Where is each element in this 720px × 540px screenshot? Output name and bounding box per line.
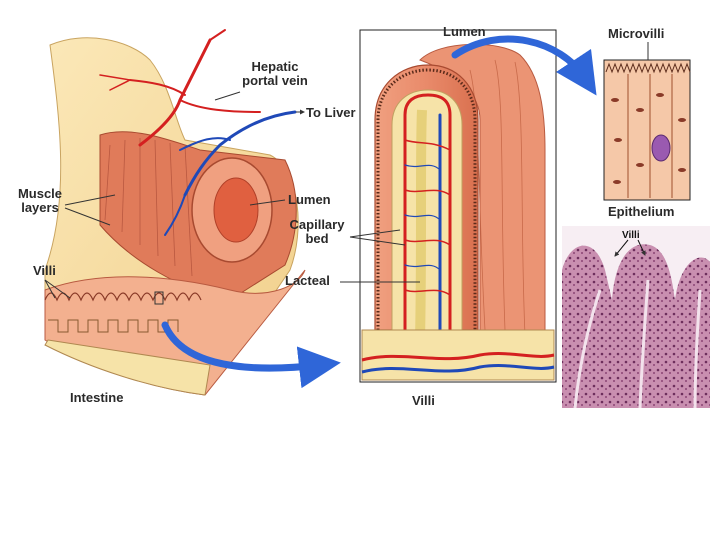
villus-illustration <box>340 29 597 383</box>
arrow-to-villus <box>161 321 341 389</box>
villi-bottom-label: Villi <box>412 393 435 408</box>
hepatic-portal-vein-label: Hepatic portal vein <box>230 60 320 88</box>
intestine-submucosa <box>48 319 179 333</box>
cell-nucleus <box>651 134 671 162</box>
epithelium-label: Epithelium <box>608 204 675 219</box>
microvilli-label: Microvilli <box>608 26 665 41</box>
capillary-bed-label: Capillary bed <box>282 218 352 246</box>
lacteal-label: Lacteal <box>285 273 330 288</box>
intestine-label: Intestine <box>70 390 124 405</box>
muscle-label-line2: layers <box>21 200 59 215</box>
hepatic-portal-vein-vessels <box>99 29 297 236</box>
villus-highlight-box <box>154 291 164 305</box>
villi-micrograph <box>562 226 710 409</box>
capillary-label-line1: Capillary <box>289 217 345 232</box>
muscle-label-line1: Muscle <box>17 186 63 201</box>
micrograph-villi-label: Villi <box>622 230 640 241</box>
villus-frame <box>359 29 557 383</box>
left-leader-lines <box>44 91 305 299</box>
intestine-illustration <box>44 29 341 396</box>
capillary-label-line2: bed <box>305 231 329 246</box>
villi-left-label: Villi <box>33 263 56 278</box>
muscle-striations <box>104 138 193 277</box>
lumen-intestine-label: Lumen <box>288 192 331 207</box>
villus-core <box>391 89 463 331</box>
arrow-to-microvilli <box>451 35 597 96</box>
lacteal-vessel <box>415 109 427 341</box>
microvilli-fringe <box>605 62 691 74</box>
lumen-top-label: Lumen <box>443 24 486 39</box>
cell-organelles <box>611 93 686 184</box>
epithelium-illustration <box>603 42 691 201</box>
hepatic-label-line2: portal vein <box>242 73 308 88</box>
hepatic-label-line1: Hepatic <box>251 59 299 74</box>
muscle-layers-label: Muscle layers <box>10 187 70 215</box>
to-liver-label: To Liver <box>306 105 356 120</box>
epithelium-frame <box>603 59 691 201</box>
capillary-bed-network <box>403 93 452 342</box>
